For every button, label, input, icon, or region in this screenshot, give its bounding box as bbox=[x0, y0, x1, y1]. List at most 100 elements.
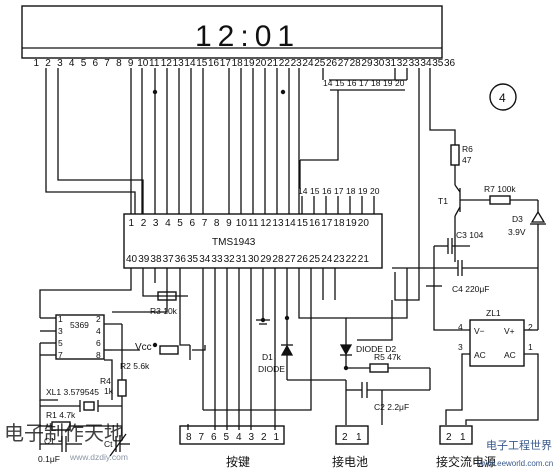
chip-pin-30: 30 bbox=[248, 254, 260, 265]
grid-upper-pin-18: 18 bbox=[371, 78, 381, 88]
keys-pin-8: 8 bbox=[186, 432, 192, 443]
lcd-pin-24: 24 bbox=[302, 58, 314, 69]
lcd-pin-22: 22 bbox=[279, 58, 291, 69]
t1-label: T1 bbox=[438, 196, 448, 206]
chip-pin-27: 27 bbox=[285, 254, 297, 265]
crystal-xl1 bbox=[83, 401, 95, 411]
lcd-pin-30: 30 bbox=[373, 58, 385, 69]
chip-pin-29: 29 bbox=[260, 254, 272, 265]
chip-pin-13: 13 bbox=[272, 218, 284, 229]
osc-pin-1: 1 bbox=[58, 314, 63, 324]
keys-pin-4: 4 bbox=[236, 432, 242, 443]
grid-lower-pin-15: 15 bbox=[310, 186, 320, 196]
chip-pin-6: 6 bbox=[190, 218, 196, 229]
zl-pin2: 2 bbox=[528, 322, 533, 332]
c4-label: C4 220μF bbox=[452, 284, 490, 294]
grid-upper-pin-17: 17 bbox=[359, 78, 369, 88]
osc-pin-8: 8 bbox=[96, 350, 101, 360]
grid-lower-pin-17: 17 bbox=[334, 186, 344, 196]
r3-label: R3 10k bbox=[150, 306, 178, 316]
lcd-pin-7: 7 bbox=[104, 58, 110, 69]
lcd-pin-27: 27 bbox=[338, 58, 350, 69]
zl1-label: ZL1 bbox=[486, 308, 501, 318]
lcd-pin-25: 25 bbox=[314, 58, 326, 69]
watermark-right-url: www.eeworld.com.cn bbox=[477, 459, 553, 468]
d1-value: DIODE bbox=[258, 364, 285, 374]
ac-pin-1: 1 bbox=[460, 432, 466, 443]
chip-pin-4: 4 bbox=[165, 218, 171, 229]
display-bus bbox=[45, 68, 456, 301]
lcd-pin-6: 6 bbox=[93, 58, 99, 69]
d3-label: D3 bbox=[512, 214, 523, 224]
lcd-pin-21: 21 bbox=[267, 58, 279, 69]
keys-pin-1: 1 bbox=[274, 432, 280, 443]
lcd-display bbox=[21, 5, 443, 59]
capacitor-c2 bbox=[345, 380, 430, 425]
capacitor-c4 bbox=[392, 246, 538, 287]
resistor-r5 bbox=[369, 363, 389, 373]
lcd-pin-9: 9 bbox=[128, 58, 134, 69]
watermark-left: 电子制作天地 bbox=[4, 422, 124, 445]
lcd-pin-2: 2 bbox=[45, 58, 51, 69]
watermark-left-url: www.dzdiy.com bbox=[69, 452, 128, 462]
watermark-right: 电子工程世界 bbox=[486, 439, 552, 452]
chip-pin-38: 38 bbox=[150, 254, 162, 265]
grid-lower-pin-18: 18 bbox=[346, 186, 356, 196]
capacitor-c3 bbox=[434, 238, 470, 254]
chip-tms1943 bbox=[123, 213, 383, 269]
lcd-pin-31: 31 bbox=[385, 58, 397, 69]
zl-vminus: V− bbox=[474, 326, 485, 336]
xl1-label: XL1 3.579545 bbox=[46, 387, 99, 397]
r5-label: R5 47k bbox=[374, 352, 402, 362]
lower-wiring bbox=[39, 268, 408, 430]
lcd-pin-19: 19 bbox=[243, 58, 255, 69]
battery-label: 接电池 bbox=[332, 454, 368, 469]
osc-pin-6: 6 bbox=[96, 338, 101, 348]
zl-pin1: 1 bbox=[528, 342, 533, 352]
osc-pin-7: 7 bbox=[58, 350, 63, 360]
lcd-pin-18: 18 bbox=[232, 58, 244, 69]
keys-pin-6: 6 bbox=[211, 432, 217, 443]
grid-upper-pin-19: 19 bbox=[383, 78, 393, 88]
chip-pin-21: 21 bbox=[358, 254, 370, 265]
chip-pin-14: 14 bbox=[285, 218, 297, 229]
battery-pin-2: 2 bbox=[342, 432, 348, 443]
diode-d1 bbox=[280, 344, 346, 381]
chip-name: TMS1943 bbox=[212, 237, 256, 248]
chip-pin-12: 12 bbox=[260, 218, 272, 229]
lcd-pin-8: 8 bbox=[116, 58, 122, 69]
ac-label: 接交流电源 bbox=[436, 454, 496, 469]
lcd-pin-20: 20 bbox=[255, 58, 267, 69]
zl-pin3: 3 bbox=[458, 342, 463, 352]
lcd-pin-16: 16 bbox=[208, 58, 220, 69]
lcd-pin-13: 13 bbox=[173, 58, 185, 69]
chip-pin-17: 17 bbox=[321, 218, 333, 229]
osc-pin-5: 5 bbox=[58, 338, 63, 348]
chip-pin-26: 26 bbox=[297, 254, 309, 265]
keys-pin-3: 3 bbox=[249, 432, 255, 443]
chip-pin-7: 7 bbox=[202, 218, 208, 229]
chip-pin-22: 22 bbox=[346, 254, 358, 265]
lcd-pin-23: 23 bbox=[291, 58, 303, 69]
chip-pin-24: 24 bbox=[321, 254, 333, 265]
lcd-pin-14: 14 bbox=[184, 58, 196, 69]
chip-pin-16: 16 bbox=[309, 218, 321, 229]
keys-pin-2: 2 bbox=[261, 432, 267, 443]
lcd-pin-11: 11 bbox=[149, 58, 160, 69]
lcd-pin-34: 34 bbox=[420, 58, 432, 69]
resistor-r2 bbox=[159, 345, 179, 355]
chip-pin-28: 28 bbox=[272, 254, 284, 265]
diode-d2 bbox=[339, 344, 353, 368]
battery-connector bbox=[335, 425, 369, 445]
c2-label: C2 2.2μF bbox=[374, 402, 409, 412]
r6-label: R6 bbox=[462, 144, 473, 154]
resistor-r4 bbox=[117, 379, 127, 397]
d1-label: D1 bbox=[262, 352, 273, 362]
d3-value: 3.9V bbox=[508, 227, 526, 237]
chip-pin-15: 15 bbox=[297, 218, 309, 229]
grid-upper-pin-20: 20 bbox=[395, 78, 405, 88]
